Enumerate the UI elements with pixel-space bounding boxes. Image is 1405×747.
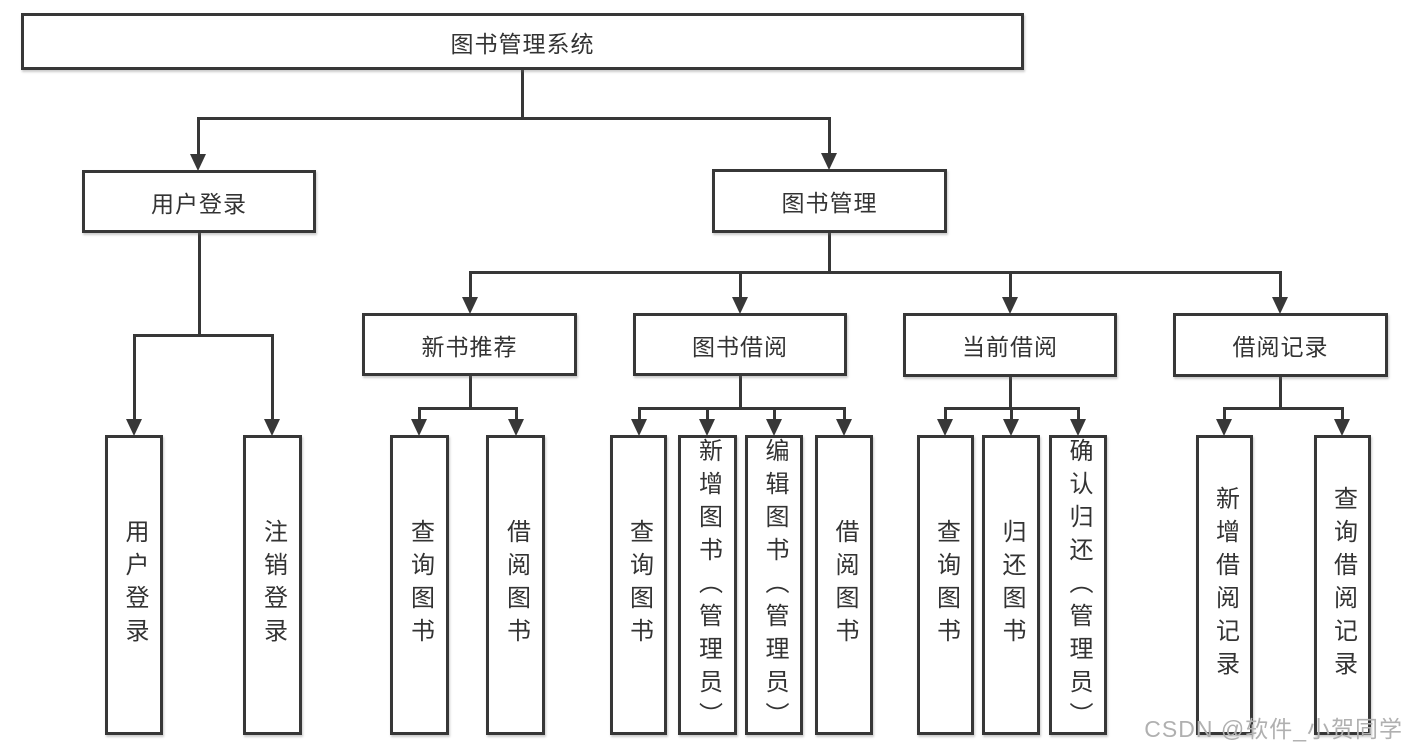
- connector-bar: [417, 406, 518, 410]
- connector-bar: [132, 333, 274, 337]
- connector-drop: [772, 408, 776, 422]
- node-current-borrowing: 当前借阅: [903, 313, 1117, 377]
- arrowhead-down-icon: [1334, 419, 1350, 436]
- connector-drop: [417, 408, 421, 422]
- connector-drop: [943, 408, 947, 422]
- connector-drop: [514, 408, 518, 422]
- node-leaf-add-books-admin: 新增图书（管理员）: [678, 435, 737, 735]
- arrowhead-down-icon: [699, 419, 715, 436]
- node-leaf-confirm-return-admin: 确认归还（管理员）: [1049, 435, 1107, 735]
- connector-drop: [1222, 408, 1226, 422]
- arrowhead-down-icon: [821, 153, 837, 170]
- node-leaf-query-books-recommend: 查询图书: [390, 435, 449, 735]
- node-leaf-query-books-borrowing: 查询图书: [610, 435, 667, 735]
- connector-stem: [197, 233, 201, 337]
- connector-stem: [468, 376, 472, 410]
- connector-drop: [705, 408, 709, 422]
- connector-drop: [738, 272, 742, 300]
- node-leaf-borrow-books-recommend: 借阅图书: [486, 435, 545, 735]
- connector-stem: [827, 233, 831, 274]
- arrowhead-down-icon: [836, 419, 852, 436]
- node-leaf-query-books-current: 查询图书: [917, 435, 974, 735]
- arrowhead-down-icon: [508, 419, 524, 436]
- connector-drop: [1278, 272, 1282, 300]
- connector-stem: [1008, 377, 1012, 410]
- connector-drop: [196, 118, 200, 157]
- arrowhead-down-icon: [937, 419, 953, 436]
- connector-drop: [1009, 408, 1013, 422]
- connector-bar: [468, 270, 1282, 274]
- connector-drop: [637, 408, 641, 422]
- node-book-management: 图书管理: [712, 169, 947, 233]
- connector-drop: [1008, 272, 1012, 300]
- node-new-book-recommend: 新书推荐: [362, 313, 577, 376]
- connector-bar: [637, 406, 846, 410]
- connector-bar: [1222, 406, 1344, 410]
- arrowhead-down-icon: [631, 419, 647, 436]
- connector-stem: [1278, 377, 1282, 410]
- connector-drop: [270, 335, 274, 422]
- connector-drop: [132, 335, 136, 422]
- arrowhead-down-icon: [766, 419, 782, 436]
- connector-drop: [1076, 408, 1080, 422]
- arrowhead-down-icon: [264, 419, 280, 436]
- watermark: CSDN @软件_小贺同学: [1144, 716, 1403, 742]
- node-book-borrowing: 图书借阅: [633, 313, 847, 376]
- node-user-login: 用户登录: [82, 170, 316, 233]
- connector-drop: [1340, 408, 1344, 422]
- node-root: 图书管理系统: [21, 13, 1024, 70]
- arrowhead-down-icon: [1002, 297, 1018, 314]
- node-leaf-return-books: 归还图书: [982, 435, 1040, 735]
- node-leaf-edit-books-admin: 编辑图书（管理员）: [745, 435, 803, 735]
- arrowhead-down-icon: [1070, 419, 1086, 436]
- arrowhead-down-icon: [1272, 297, 1288, 314]
- arrowhead-down-icon: [1216, 419, 1232, 436]
- arrowhead-down-icon: [732, 297, 748, 314]
- connector-stem: [520, 70, 524, 120]
- node-leaf-add-borrow-record: 新增借阅记录: [1196, 435, 1253, 735]
- connector-bar: [196, 116, 831, 120]
- node-leaf-logout: 注销登录: [243, 435, 302, 735]
- arrowhead-down-icon: [462, 297, 478, 314]
- connector-stem: [738, 376, 742, 410]
- node-leaf-user-login: 用户登录: [105, 435, 163, 735]
- arrowhead-down-icon: [1003, 419, 1019, 436]
- node-leaf-borrow-books-borrowing: 借阅图书: [815, 435, 873, 735]
- node-borrowing-records: 借阅记录: [1173, 313, 1388, 377]
- arrowhead-down-icon: [411, 419, 427, 436]
- connector-drop: [468, 272, 472, 300]
- arrowhead-down-icon: [190, 154, 206, 171]
- connector-drop: [842, 408, 846, 422]
- node-leaf-query-borrow-record: 查询借阅记录: [1314, 435, 1371, 735]
- arrowhead-down-icon: [126, 419, 142, 436]
- connector-drop: [827, 118, 831, 156]
